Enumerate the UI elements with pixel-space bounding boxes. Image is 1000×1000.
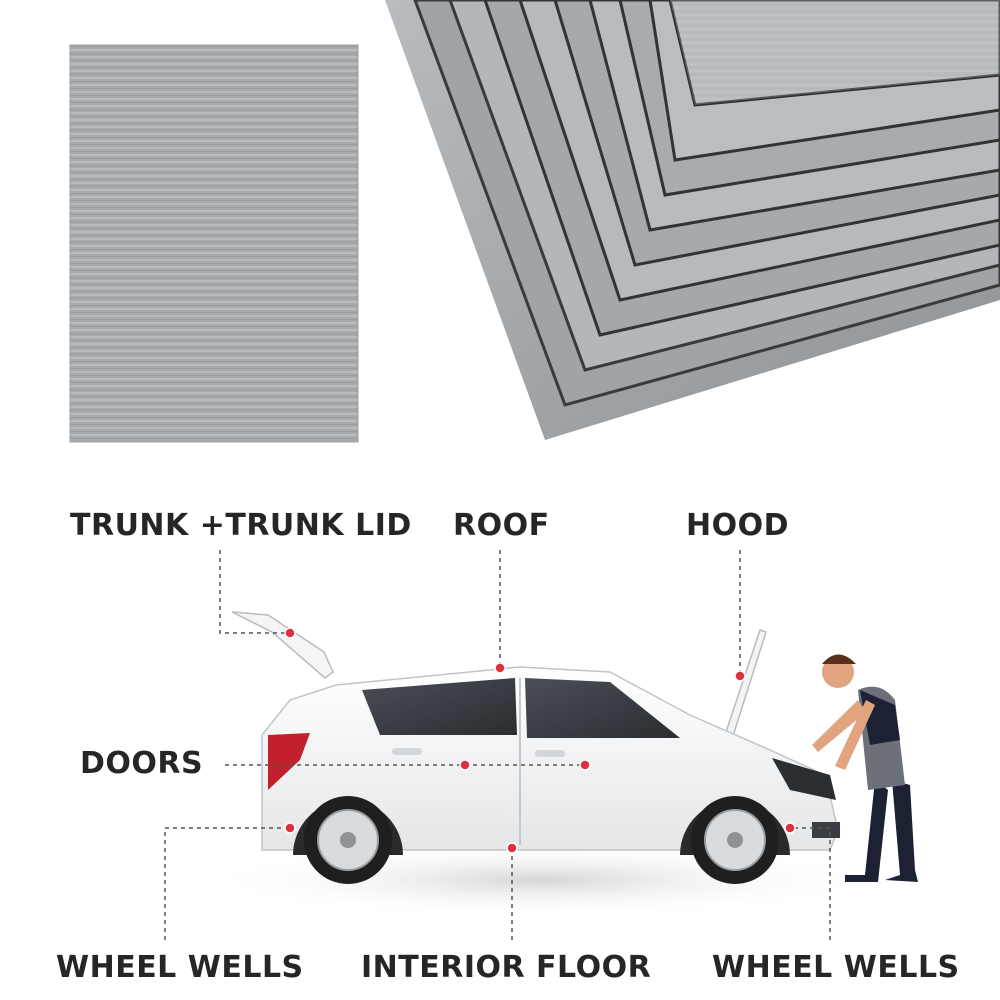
label-wheel-wells-right: WHEEL WELLS	[712, 950, 960, 985]
markers	[284, 627, 796, 854]
foam-sheet-flat	[69, 44, 359, 443]
label-interior-floor: INTERIOR FLOOR	[361, 950, 652, 985]
marker-wheel-left	[284, 822, 296, 834]
leader-trunk	[219, 550, 290, 634]
foam-sheet-stack	[385, 0, 1000, 440]
marker-trunk	[284, 627, 296, 639]
label-doors: DOORS	[80, 746, 204, 781]
marker-door-rear	[459, 759, 471, 771]
marker-door-front	[579, 759, 591, 771]
leader-wheel-right	[790, 827, 831, 940]
label-roof: ROOF	[453, 508, 550, 543]
leader-wheel-left	[164, 827, 290, 940]
mechanic	[812, 654, 918, 882]
marker-hood	[734, 670, 746, 682]
marker-roof	[494, 662, 506, 674]
marker-floor	[506, 842, 518, 854]
marker-wheel-right	[784, 822, 796, 834]
car	[231, 611, 840, 884]
leader-lines	[164, 550, 831, 940]
label-wheel-wells-left: WHEEL WELLS	[56, 950, 304, 985]
label-hood: HOOD	[686, 508, 790, 543]
label-trunk: TRUNK +TRUNK LID	[70, 508, 412, 543]
